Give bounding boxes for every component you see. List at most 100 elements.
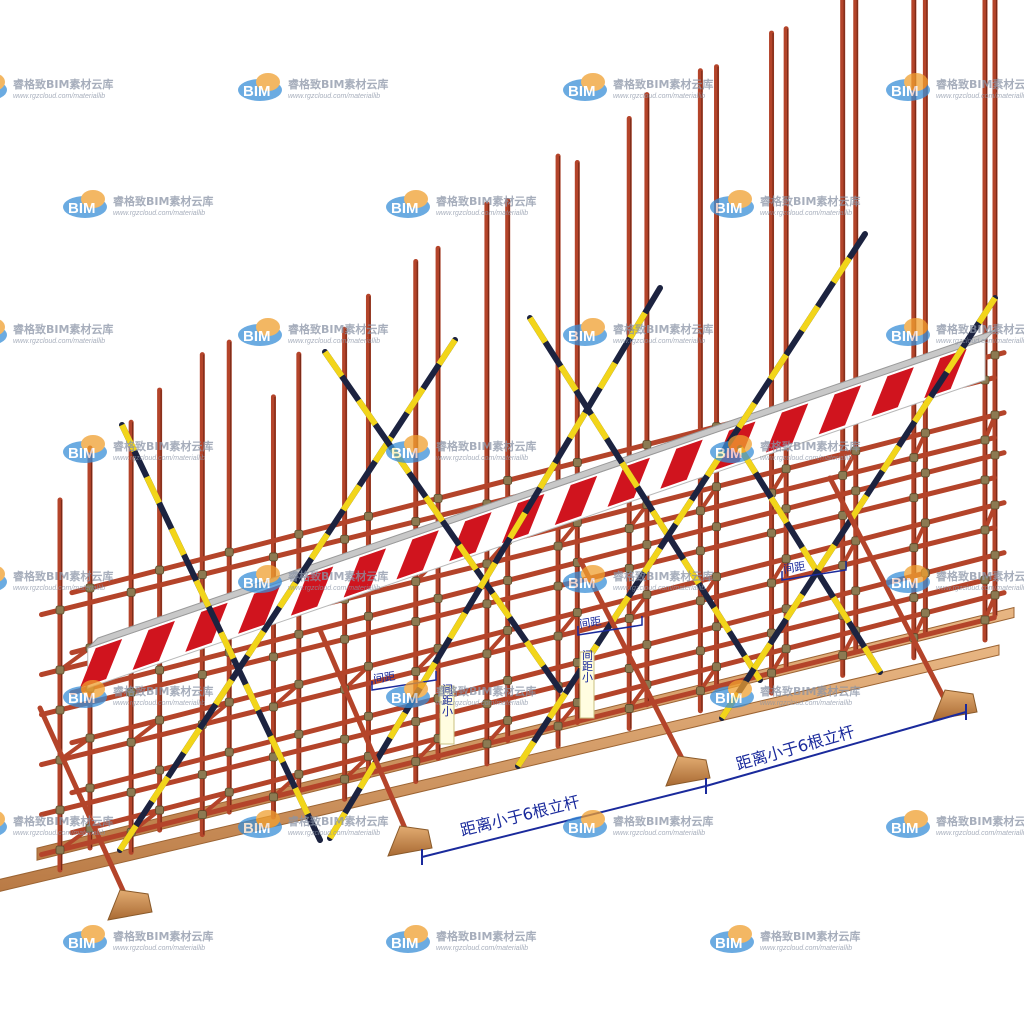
coupler: [624, 524, 634, 533]
brace-stripe: [558, 364, 579, 393]
coupler: [503, 626, 513, 635]
coupler: [482, 559, 492, 569]
tape-stripe: [79, 639, 123, 689]
watermark: BIM睿格致BIM素材云库www.rgzcloud.com/materialli…: [886, 73, 1024, 101]
watermark-name: 睿格致BIM素材云库: [936, 569, 1024, 583]
brace-stripe: [243, 683, 261, 712]
watermark-name: 睿格致BIM素材云库: [13, 814, 113, 828]
coupler: [269, 702, 278, 712]
coupler: [503, 676, 513, 685]
watermark-badge: BIM: [891, 83, 919, 100]
coupler: [155, 765, 165, 775]
brace-stripe: [181, 726, 203, 755]
base-block: [387, 825, 433, 857]
coupler: [695, 546, 705, 556]
watermark-badge: BIM: [891, 328, 919, 345]
coupler: [767, 578, 776, 588]
watermark-sun-icon: [581, 565, 605, 583]
watermark-url: www.rgzcloud.com/materiallib: [936, 830, 1024, 837]
coupler: [838, 470, 848, 480]
coupler: [990, 410, 1000, 420]
coupler: [482, 649, 492, 659]
coupler: [553, 581, 563, 591]
coupler: [364, 511, 373, 521]
brace-stripe: [944, 345, 966, 374]
coupler: [909, 543, 919, 553]
brace-stripe: [404, 386, 426, 415]
coupler: [197, 570, 207, 580]
brace-stripe: [357, 761, 378, 790]
diagonal-supports: [37, 475, 978, 921]
watermarks: BIM 睿格致BIM素材云库 www.rgzcloud.com/materialli…: [0, 73, 1024, 953]
watermark-url: www.rgzcloud.com/materiallib: [760, 700, 852, 707]
watermark-name: 睿格致BIM素材云库: [760, 194, 860, 208]
watermark-badge: BIM: [715, 200, 743, 217]
coupler: [411, 577, 421, 586]
coupler: [224, 697, 234, 707]
coupler: [482, 699, 492, 709]
watermark: BIM睿格致BIM素材云库www.rgzcloud.com/materialli…: [0, 74, 113, 100]
watermark: BIM睿格致BIM素材云库www.rgzcloud.com/materialli…: [0, 566, 113, 592]
watermark-name: 睿格致BIM素材云库: [13, 322, 113, 336]
tape-stripe: [607, 457, 650, 507]
coupler: [553, 631, 563, 641]
watermark-badge: BIM: [243, 575, 271, 592]
watermark-sun-icon: [404, 435, 428, 453]
brace-stripe: [277, 581, 298, 609]
watermark-sun-icon: [904, 810, 928, 828]
coupler: [294, 679, 304, 689]
watermark-url: www.rgzcloud.com/materiallib: [760, 945, 852, 952]
watermark-badge: BIM: [243, 83, 271, 100]
brace-stripe: [736, 401, 758, 430]
brace-stripe: [423, 495, 445, 523]
watermark-sun-icon: [404, 925, 428, 943]
watermark-sun-icon: [581, 810, 605, 828]
coupler: [482, 599, 492, 609]
brace-stripe: [447, 611, 468, 640]
brace-stripe: [149, 775, 171, 804]
watermark-sun-icon: [581, 318, 605, 336]
transom: [58, 736, 92, 762]
brace-stripe: [830, 256, 852, 285]
coupler: [712, 662, 721, 672]
diagonal-support: [317, 627, 413, 843]
coupler: [433, 593, 443, 603]
coupler: [364, 611, 373, 621]
watermark: BIM睿格致BIM素材云库www.rgzcloud.com/materialli…: [0, 811, 113, 837]
coupler: [695, 646, 705, 656]
watermark-sun-icon: [256, 810, 280, 828]
coupler: [851, 446, 861, 456]
coupler: [269, 552, 278, 562]
coupler: [126, 737, 136, 747]
coupler: [909, 453, 919, 463]
spacing-tag-label: 间距: [372, 670, 396, 686]
watermark-badge: BIM: [68, 935, 96, 952]
watermark-badge: BIM: [391, 690, 419, 707]
watermark-url: www.rgzcloud.com/materiallib: [13, 338, 105, 345]
tape-stripe: [765, 403, 809, 453]
watermark-name: 睿格致BIM素材云库: [436, 194, 536, 208]
coupler: [642, 540, 652, 550]
brace-stripe: [168, 527, 187, 556]
watermark: BIM睿格致BIM素材云库www.rgzcloud.com/materialli…: [0, 319, 113, 345]
coupler: [340, 634, 350, 644]
watermark-badge: BIM: [891, 820, 919, 837]
brace-stripe: [799, 545, 821, 575]
coupler: [553, 721, 563, 731]
coupler: [909, 493, 919, 503]
coupler: [781, 504, 791, 514]
brace-stripe: [711, 605, 732, 634]
watermark-name: 睿格致BIM素材云库: [613, 569, 713, 583]
brace-stripe: [650, 509, 671, 537]
watermark-sun-icon: [81, 680, 105, 698]
coupler: [980, 575, 990, 585]
brace-stripe: [861, 645, 883, 674]
watermark-sun-icon: [0, 566, 5, 582]
